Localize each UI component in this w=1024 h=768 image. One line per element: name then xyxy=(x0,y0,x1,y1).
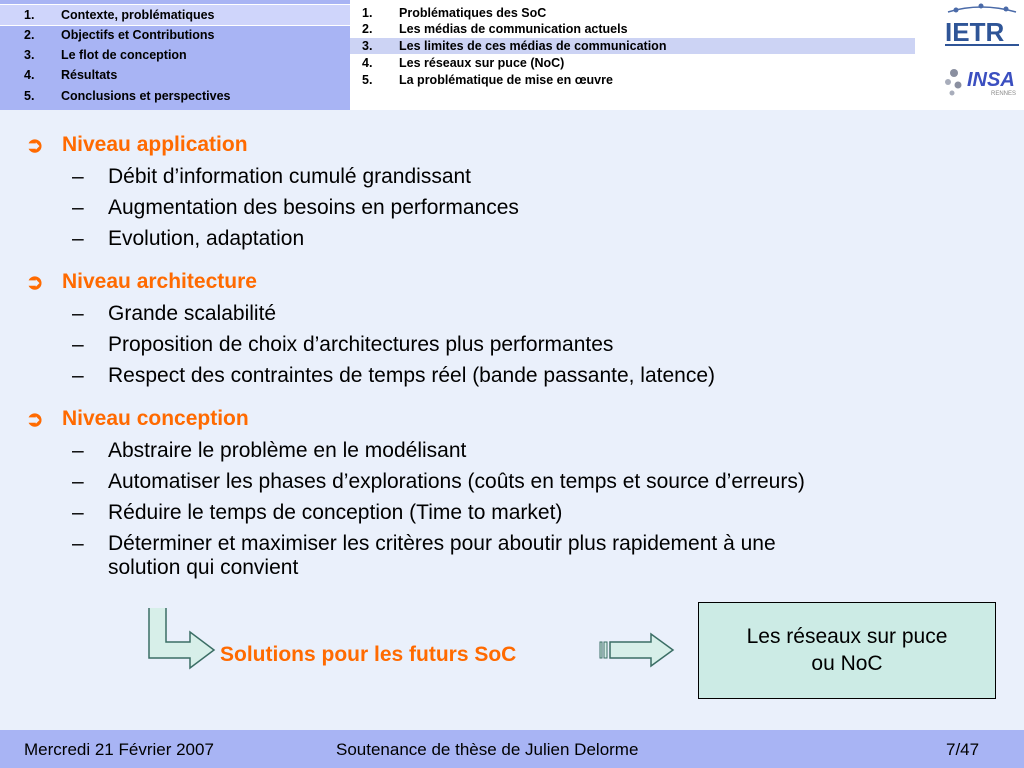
dash-icon: – xyxy=(72,532,84,555)
subnav-item-reseaux[interactable]: 4. Les réseaux sur puce (NoC) xyxy=(350,55,915,71)
dash-icon: – xyxy=(72,470,84,493)
noc-box-line2: ou NoC xyxy=(811,651,883,675)
dash-icon: – xyxy=(72,196,84,219)
subnav-item-number: 5. xyxy=(362,73,373,87)
subnav-item-label: La problématique de mise en œuvre xyxy=(399,73,613,87)
subnav-item-number: 3. xyxy=(362,39,373,53)
list-item-text: Respect des contraintes de temps réel (b… xyxy=(108,364,716,387)
subnav-item-mise-en-oeuvre[interactable]: 5. La problématique de mise en œuvre xyxy=(350,72,915,88)
dash-icon: – xyxy=(72,227,84,250)
nav-item-resultats[interactable]: 4. Résultats xyxy=(0,65,350,85)
nav-item-number: 3. xyxy=(24,48,35,62)
noc-solution-box: Les réseaux sur puce ou NoC xyxy=(698,602,996,699)
insa-logo-text: INSA xyxy=(967,69,1015,91)
striped-arrow-icon xyxy=(599,632,675,668)
nav-item-label: Conclusions et perspectives xyxy=(61,89,231,103)
nav-item-label: Résultats xyxy=(61,68,118,82)
footer-date: Mercredi 21 Février 2007 xyxy=(24,740,214,759)
subnav-item-label: Les limites de ces médias de communicati… xyxy=(399,39,667,53)
nav-item-number: 1. xyxy=(24,8,35,22)
insa-logo-subtext: RENNES xyxy=(991,91,1016,97)
sub-outline-nav: 1. Problématiques des SoC 2. Les médias … xyxy=(350,0,936,110)
subnav-item-number: 1. xyxy=(362,6,373,20)
section-heading-text: Niveau conception xyxy=(62,407,249,430)
dash-icon: – xyxy=(72,439,84,462)
list-item-text: Grande scalabilité xyxy=(108,302,277,325)
dash-icon: – xyxy=(72,364,84,387)
main-outline-nav: 1. Contexte, problématiques 2. Objectifs… xyxy=(0,0,350,110)
nav-item-label: Le flot de conception xyxy=(61,48,187,62)
subnav-item-medias[interactable]: 2. Les médias de communication actuels xyxy=(350,21,915,37)
insa-logo: INSA RENNES xyxy=(945,69,1016,97)
nav-item-objectifs[interactable]: 2. Objectifs et Contributions xyxy=(0,25,350,45)
list-item-text: Augmentation des besoins en performances xyxy=(108,196,519,219)
list-item-text: Abstraire le problème en le modélisant xyxy=(108,439,467,462)
nav-item-number: 5. xyxy=(24,89,35,103)
list-item-text: Automatiser les phases d’explorations (c… xyxy=(108,470,805,493)
subnav-item-number: 4. xyxy=(362,56,373,70)
nav-item-conclusions[interactable]: 5. Conclusions et perspectives xyxy=(0,86,350,106)
logo-area: IETR INSA RENNES xyxy=(936,0,1024,110)
subnav-item-label: Les réseaux sur puce (NoC) xyxy=(399,56,565,70)
subnav-item-label: Les médias de communication actuels xyxy=(399,22,628,36)
subnav-item-number: 2. xyxy=(362,22,373,36)
nav-item-flot[interactable]: 3. Le flot de conception xyxy=(0,45,350,65)
bullet-arrow-icon: ➲ xyxy=(26,134,44,157)
noc-box-line1: Les réseaux sur puce xyxy=(746,625,948,649)
list-item-text: Réduire le temps de conception (Time to … xyxy=(108,501,563,524)
institution-logos: IETR INSA RENNES xyxy=(944,3,1019,97)
footer-page-number: 7/47 xyxy=(946,740,980,759)
bullet-arrow-icon: ➲ xyxy=(26,408,44,431)
dash-icon: – xyxy=(72,333,84,356)
list-item-text: Débit d’information cumulé grandissant xyxy=(108,165,472,188)
list-item-text: Déterminer et maximiser les critères pou… xyxy=(108,532,776,555)
ietr-logo-text: IETR xyxy=(945,17,1004,47)
ietr-logo: IETR xyxy=(944,3,1019,47)
nav-item-label: Objectifs et Contributions xyxy=(61,28,215,42)
dash-icon: – xyxy=(72,501,84,524)
subnav-item-limites[interactable]: 3. Les limites de ces médias de communic… xyxy=(350,37,915,55)
bullet-arrow-icon: ➲ xyxy=(26,271,44,294)
nav-item-number: 4. xyxy=(24,68,35,82)
subnav-item-label: Problématiques des SoC xyxy=(399,6,547,20)
nav-item-label: Contexte, problématiques xyxy=(61,8,215,22)
section-heading-text: Niveau application xyxy=(62,133,248,156)
dash-icon: – xyxy=(72,165,84,188)
section-heading-text: Niveau architecture xyxy=(62,270,257,293)
slide-footer: Mercredi 21 Février 2007 Soutenance de t… xyxy=(0,730,1024,768)
nav-item-contexte[interactable]: 1. Contexte, problématiques xyxy=(0,4,350,26)
list-item-text: solution qui convient xyxy=(108,556,299,579)
dash-icon: – xyxy=(72,302,84,325)
nav-item-number: 2. xyxy=(24,28,35,42)
subnav-item-problematiques[interactable]: 1. Problématiques des SoC xyxy=(350,5,915,21)
bent-arrow-icon xyxy=(148,608,216,670)
list-item-text: Evolution, adaptation xyxy=(108,227,305,250)
list-item-text: Proposition de choix d’architectures plu… xyxy=(108,333,614,356)
footer-title: Soutenance de thèse de Julien Delorme xyxy=(336,740,639,759)
solutions-label: Solutions pour les futurs SoC xyxy=(220,643,517,666)
